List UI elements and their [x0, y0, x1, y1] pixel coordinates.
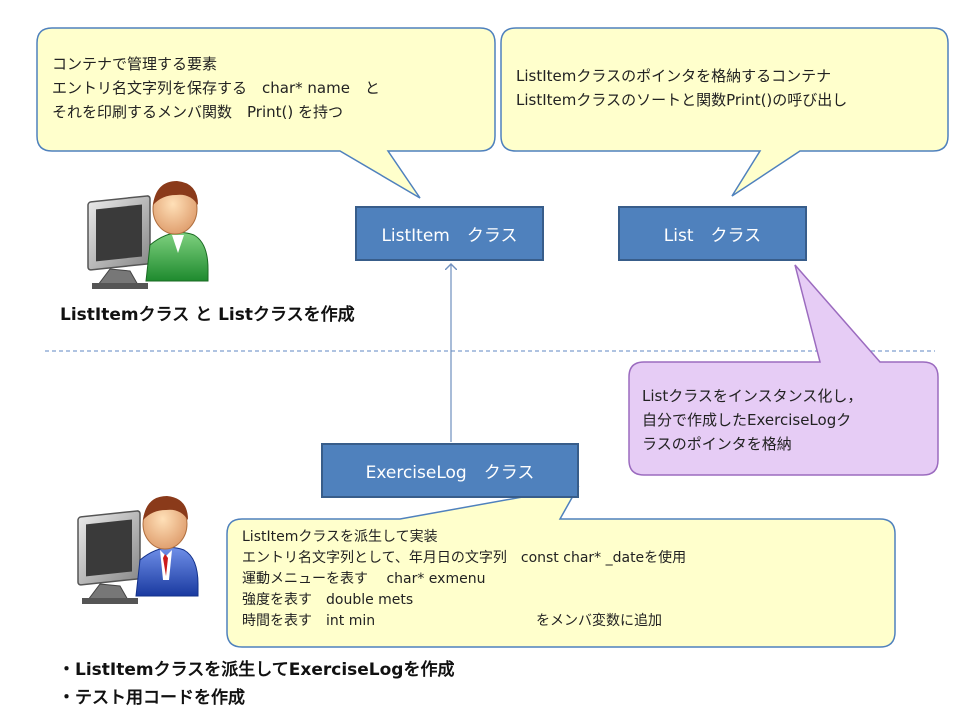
purple-callout	[628, 264, 939, 476]
bottom-caption-derive: ・ListItemクラスを派生してExerciseLogを作成	[58, 660, 455, 680]
bubble-line: エントリ名文字列として、年月日の文字列 const char* _dateを使用	[242, 550, 687, 566]
bubble-line: 運動メニューを表す char* exmenu	[242, 571, 486, 587]
top-caption: ListItemクラス と Listクラスを作成	[60, 305, 355, 325]
bubble-line: 強度を表す double mets	[242, 592, 414, 608]
listitem-class-box: ListItem クラス	[355, 206, 544, 261]
person-at-computer-blue-icon	[77, 496, 199, 604]
bubble-line: 時間を表す int min	[242, 613, 376, 629]
callout-line: Listクラスをインスタンス化し，	[642, 387, 863, 405]
top-left-bubble-text: コンテナで管理する要素 エントリ名文字列を保存する char* name と そ…	[52, 52, 380, 124]
bottom-bubble-suffix: をメンバ変数に追加	[536, 613, 662, 629]
exerciselog-class-box: ExerciseLog クラス	[321, 443, 579, 498]
bubble-line: それを印刷するメンバ関数 Print() を持つ	[52, 103, 343, 121]
bottom-bubble-text: ListItemクラスを派生して実装 エントリ名文字列として、年月日の文字列 c…	[242, 527, 686, 632]
bubble-line: ListItemクラスのポインタを格納するコンテナ	[516, 67, 832, 85]
person-at-computer-green-icon	[87, 181, 209, 289]
top-right-bubble-text: ListItemクラスのポインタを格納するコンテナ ListItemクラスのソー…	[516, 64, 847, 112]
bubble-line: コンテナで管理する要素	[52, 55, 218, 73]
bubble-line: エントリ名文字列を保存する char* name と	[52, 79, 380, 97]
bubble-line: ListItemクラスのソートと関数Print()の呼び出し	[516, 91, 848, 109]
bottom-bubble	[226, 485, 896, 648]
top-right-bubble	[500, 27, 949, 197]
bubble-line: ListItemクラスを派生して実装	[242, 529, 438, 545]
callout-line: 自分で作成したExerciseLogク	[642, 411, 852, 429]
list-class-box: List クラス	[618, 206, 807, 261]
purple-callout-text: Listクラスをインスタンス化し， 自分で作成したExerciseLogク ラス…	[642, 384, 862, 456]
top-left-bubble	[36, 27, 496, 199]
bottom-caption-test: ・テスト用コードを作成	[58, 688, 245, 708]
callout-line: ラスのポインタを格納	[642, 435, 792, 453]
